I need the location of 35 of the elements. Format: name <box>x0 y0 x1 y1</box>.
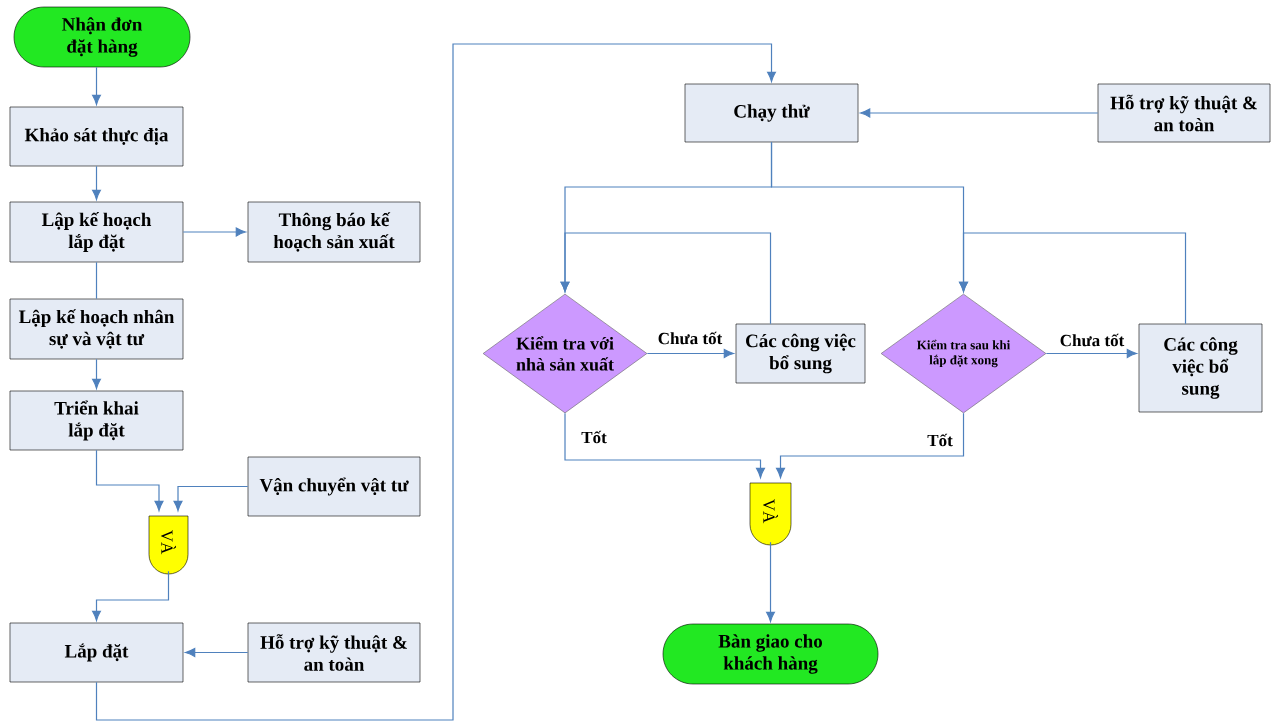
arrow <box>182 227 247 237</box>
process-box: Hỗ trợ kỹ thuật & an toàn <box>1097 83 1271 143</box>
arrow <box>92 570 170 622</box>
edge-label: Tốt <box>580 429 608 445</box>
edge-label: Chưa tốt <box>1058 332 1126 348</box>
arrow <box>959 232 1187 325</box>
process-box: Lắp đặt <box>9 622 184 683</box>
edge-label: Chưa tốt <box>656 330 724 346</box>
process-box: Thông báo kế hoạch sản xuất <box>247 201 421 263</box>
process-box: Các công việc bổ sung <box>1138 323 1263 413</box>
arrow <box>1045 349 1138 358</box>
arrow <box>859 108 1099 118</box>
process-box: Lập kế hoạch lắp đặt <box>9 201 184 263</box>
process-box: Vận chuyển vật tư <box>247 456 421 517</box>
arrow <box>184 648 249 657</box>
arrow <box>92 358 101 390</box>
arrow <box>173 485 249 512</box>
process-box: Các công việc bổ sung <box>735 323 866 384</box>
process-box: Triển khai lắp đặt <box>9 390 184 451</box>
arrow <box>776 412 965 479</box>
process-box: Chạy thử <box>684 83 859 143</box>
edge-label: Tốt <box>926 432 954 448</box>
arrow <box>92 165 101 201</box>
process-box: Hỗ trợ kỹ thuật & an toàn <box>247 622 421 683</box>
arrow <box>95 449 164 512</box>
arrow <box>646 349 735 358</box>
arrow <box>766 541 775 623</box>
arrow <box>95 43 776 721</box>
and-gate: VÀ <box>749 482 792 546</box>
and-gate: VÀ <box>148 515 189 575</box>
arrow <box>92 66 101 106</box>
arrow <box>560 232 772 325</box>
arrow <box>564 412 765 479</box>
process-box: Khảo sát thực địa <box>9 106 184 167</box>
process-box: Lập kế hoạch nhân sự và vật tư <box>9 298 184 360</box>
